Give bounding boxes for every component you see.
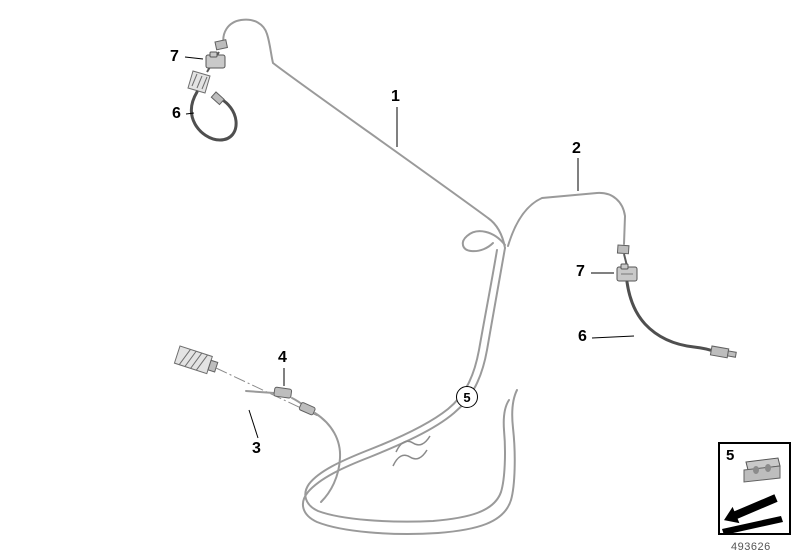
leader-6-left [185, 112, 195, 115]
break-squiggle-1 [395, 435, 431, 453]
hose-fitting-right [709, 345, 737, 359]
callout-4[interactable]: 4 [278, 349, 287, 366]
hose-6-left [189, 90, 238, 142]
inset-arrow-icon [722, 494, 783, 535]
callout-2[interactable]: 2 [572, 140, 581, 157]
tube-nut-left [214, 39, 229, 51]
pipe-1 [222, 18, 506, 249]
break-squiggle-2 [392, 449, 428, 467]
inset-graphics [722, 457, 783, 535]
pipe-2 [507, 191, 627, 247]
callout-6-right[interactable]: 6 [578, 328, 587, 345]
pipe-3c [314, 412, 342, 503]
inset-clamp-icon [743, 457, 781, 483]
callout-7-left[interactable]: 7 [170, 48, 179, 65]
clamp-7-left [205, 51, 226, 69]
leader-6-right [591, 335, 635, 339]
callout-6-left[interactable]: 6 [172, 105, 181, 122]
callout-3[interactable]: 3 [252, 440, 261, 457]
inset-box[interactable]: 5 [718, 442, 791, 535]
banjo-fitting-left [187, 70, 211, 94]
hose-6-right [625, 280, 718, 354]
pipe-3a [245, 390, 275, 394]
callout-1[interactable]: 1 [391, 88, 400, 105]
union-connector-4b [298, 402, 316, 416]
callout-7-right[interactable]: 7 [576, 263, 585, 280]
union-connector-4a [273, 386, 293, 399]
bundle-strand-1 [301, 247, 518, 535]
hose-fitting-left [210, 91, 225, 106]
tube-nut-right [616, 244, 630, 255]
pipe-junction-curl [461, 230, 506, 253]
grommet-hatched [173, 345, 219, 375]
leader-3 [248, 409, 259, 439]
part-number: 493626 [731, 541, 771, 553]
clamp-7-right [616, 263, 638, 282]
bundle-strand-2 [304, 249, 510, 523]
callout-5-circled[interactable]: 5 [456, 386, 478, 408]
inset-label: 5 [726, 447, 735, 464]
leader-7-left [184, 56, 204, 60]
